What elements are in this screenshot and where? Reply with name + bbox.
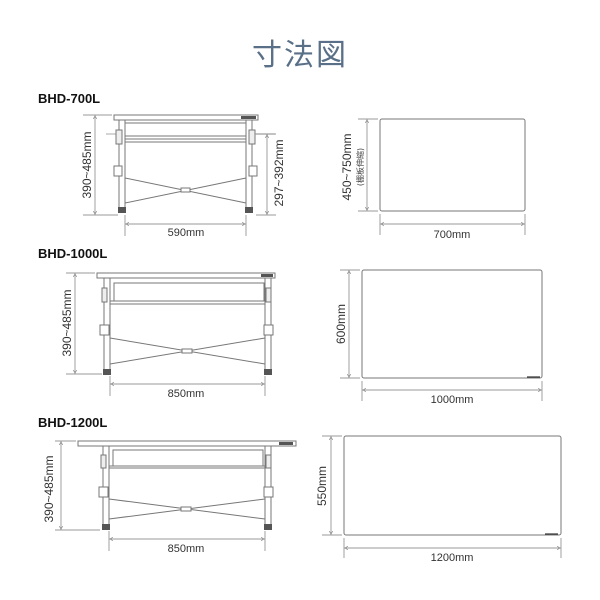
side-view-bhd-1000l (66, 272, 276, 396)
model-label-bhd-700l: BHD-700L (38, 91, 101, 106)
top-view-bhd-1000l (340, 269, 543, 401)
width-label-bhd-700l: 700mm (434, 229, 471, 241)
depth-note-bhd-700l: (棚板伸縮) (355, 148, 365, 186)
height-label-bhd-1000l: 390~485mm (60, 289, 74, 356)
leg-span-label-bhd-700l: 590mm (168, 227, 205, 239)
depth-label-bhd-1000l: 600mm (334, 304, 348, 344)
depth-label-bhd-700l: 450~750mm (340, 133, 354, 200)
side-view-bhd-1200l (55, 440, 297, 551)
leg-span-label-bhd-1000l: 850mm (168, 388, 205, 400)
height-label-bhd-1200l: 390~485mm (42, 455, 56, 522)
height-label-bhd-700l: 390~485mm (80, 131, 94, 198)
shelf-height-label-bhd-700l: 297~392mm (272, 139, 286, 206)
leg-span-label-bhd-1200l: 850mm (168, 543, 205, 555)
page-title: 寸法図 (252, 38, 348, 73)
side-view-bhd-700l (83, 114, 276, 236)
top-view-bhd-700l (358, 118, 526, 235)
model-label-bhd-1200l: BHD-1200L (38, 415, 108, 430)
top-view-bhd-1200l (322, 435, 562, 558)
depth-label-bhd-1200l: 550mm (315, 466, 329, 506)
width-label-bhd-1200l: 1200mm (431, 552, 474, 564)
width-label-bhd-1000l: 1000mm (431, 394, 474, 406)
model-label-bhd-1000l: BHD-1000L (38, 246, 108, 261)
